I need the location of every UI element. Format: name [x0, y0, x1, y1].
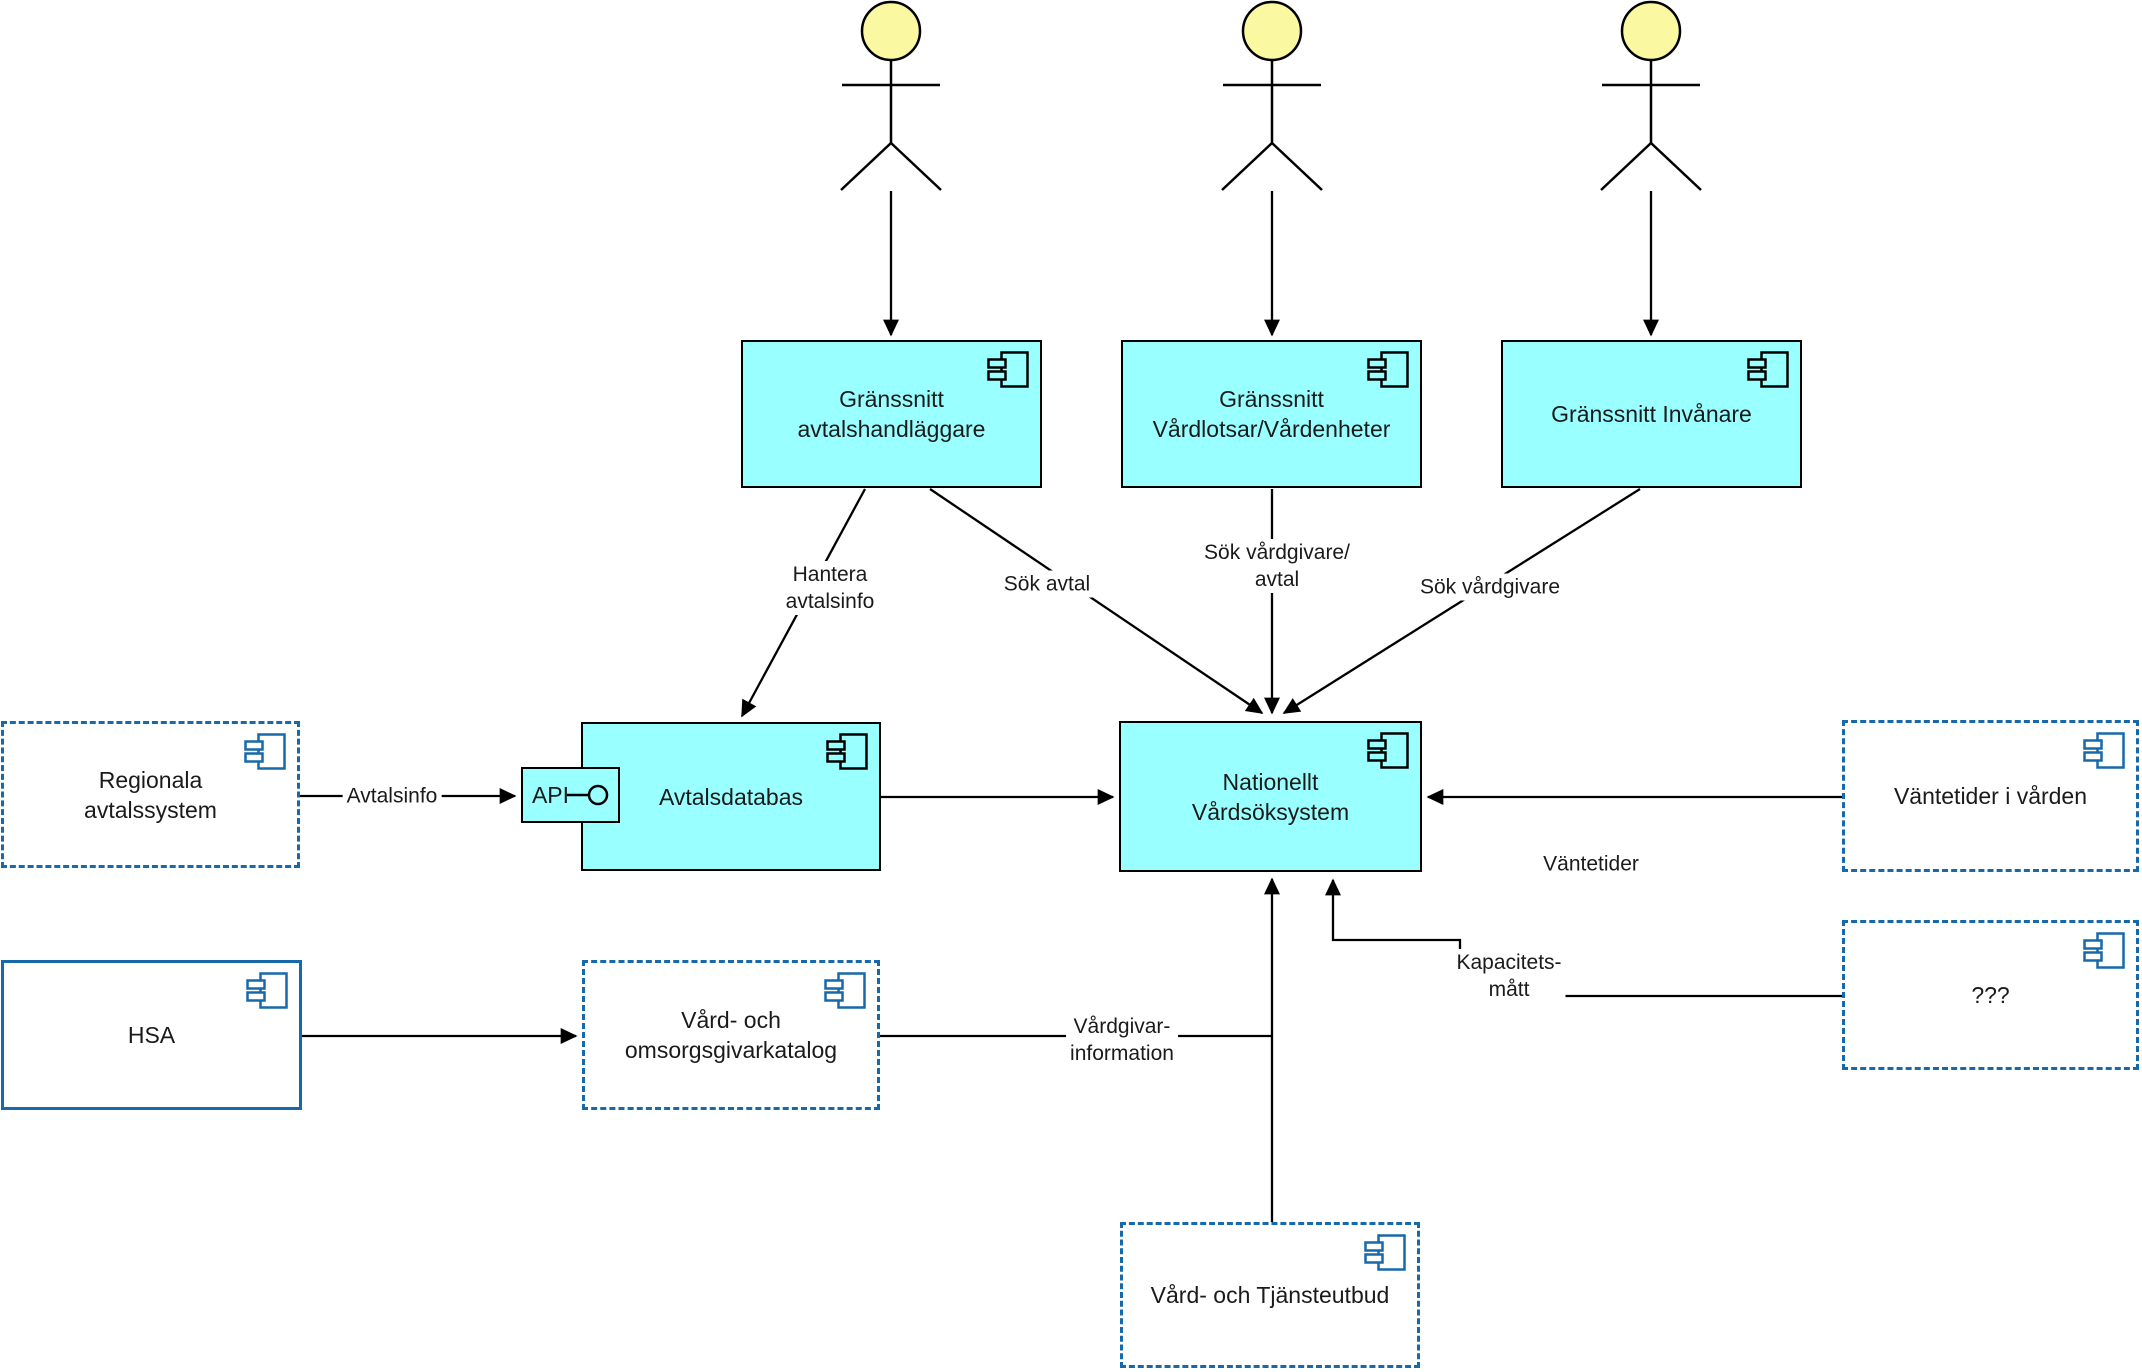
node-label: Regionala avtalssystem	[84, 766, 217, 823]
actor-icon	[1221, 0, 1323, 191]
node-vard-och-tjansteutbud: Vård- och Tjänsteutbud	[1120, 1222, 1420, 1368]
component-icon	[1367, 732, 1409, 774]
connector-sok-vardgivare	[1282, 488, 1641, 714]
node-label: Vård- och omsorgsgivarkatalog	[624, 1007, 838, 1063]
component-icon	[1367, 351, 1409, 393]
provided-interface-icon	[567, 782, 609, 808]
component-icon	[2083, 932, 2125, 974]
component-icon	[987, 351, 1029, 393]
node-vantetider-i-varden: Väntetider i vården	[1842, 720, 2139, 872]
node-label: ???	[1971, 982, 2010, 1008]
node-label: Vård- och Tjänsteutbud	[1150, 1282, 1390, 1308]
node-granssnitt-vardlotsar-vardenheter: Gränssnitt Vårdlotsar/Vårdenheter	[1121, 340, 1422, 488]
edge-label-vardgivarinformation: Vårdgivar- information	[1066, 1013, 1178, 1067]
node-label: Gränssnitt Vårdlotsar/Vårdenheter	[1152, 386, 1391, 442]
connector-kapacitetsmatt	[1325, 878, 1842, 998]
node-label: Avtalsdatabas	[658, 783, 804, 810]
edge-label-vantetider: Väntetider	[1539, 850, 1643, 878]
edge-label-hantera-avtalsinfo: Hantera avtalsinfo	[781, 561, 879, 615]
component-icon	[244, 733, 286, 775]
actor-icon	[1600, 0, 1702, 191]
node-label: API	[531, 782, 570, 808]
component-icon	[826, 733, 868, 775]
component-icon	[1364, 1234, 1406, 1276]
node-nationellt-vardsoksystem: Nationellt Vårdsöksystem	[1119, 721, 1422, 872]
edge-label-sok-vardgivare-avtal: Sök vårdgivare/ avtal	[1200, 539, 1354, 593]
node-label: Gränssnitt Invånare	[1551, 401, 1752, 427]
node-granssnitt-avtalshandlaggare: Gränssnitt avtalshandläggare	[741, 340, 1042, 488]
component-icon	[824, 972, 866, 1014]
actor-icon	[840, 0, 942, 191]
node-hsa: HSA	[1, 960, 302, 1110]
component-icon	[246, 972, 288, 1014]
node-vard-och-omsorgsgivarkatalog: Vård- och omsorgsgivarkatalog	[582, 960, 880, 1110]
node-label: Gränssnitt avtalshandläggare	[797, 386, 986, 442]
node-granssnitt-invanare: Gränssnitt Invånare	[1501, 340, 1802, 488]
node-avtalsdatabas: Avtalsdatabas	[581, 722, 881, 871]
connector-sok-avtal	[929, 488, 1264, 714]
component-icon	[1747, 351, 1789, 393]
node-okand: ???	[1842, 920, 2139, 1070]
edge-label-avtalsinfo: Avtalsinfo	[342, 782, 442, 810]
node-label: Nationellt Vårdsöksystem	[1191, 768, 1350, 825]
node-label: HSA	[127, 1022, 176, 1048]
node-label: Väntetider i vården	[1893, 783, 2088, 809]
node-api: API	[521, 767, 620, 823]
edge-label-sok-vardgivare: Sök vårdgivare	[1415, 573, 1565, 601]
component-icon	[2083, 732, 2125, 774]
edge-label-sok-avtal: Sök avtal	[999, 570, 1095, 598]
node-regionala-avtalssystem: Regionala avtalssystem	[1, 721, 300, 868]
edge-label-kapacitetsmatt: Kapacitets- mått	[1452, 949, 1566, 1003]
